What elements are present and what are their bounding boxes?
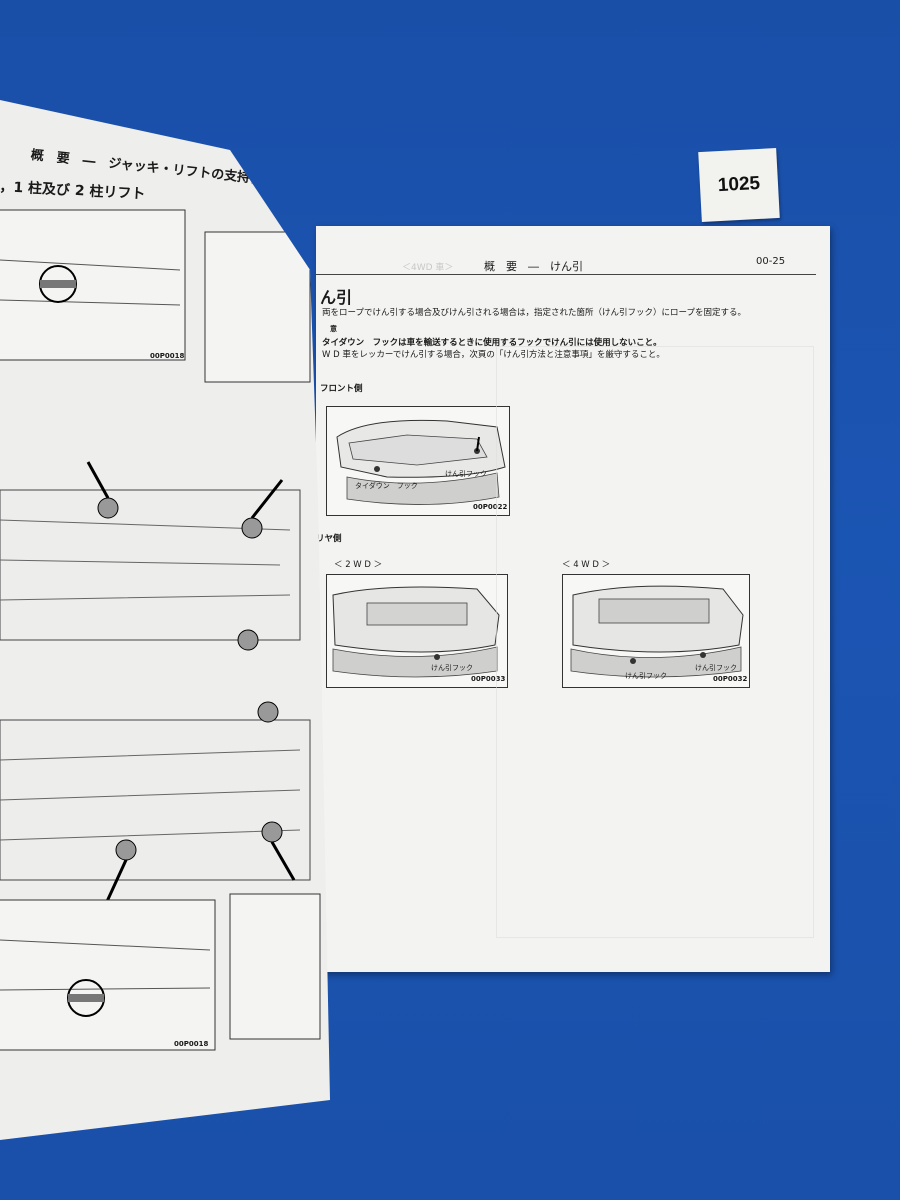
caution-line-1: タイダウン フックは車を輸送するときに使用するフックでけん引には使用しないこと。 — [322, 338, 662, 348]
caution-label: 意 — [330, 325, 337, 333]
towing-hook-label-4wd-left: けん引フック — [625, 672, 667, 680]
front-car-illustration — [336, 419, 506, 505]
photo-number-sticker: 1025 — [698, 148, 780, 222]
section-title: ん引 — [320, 288, 353, 307]
tie-down-hook-label: タイダウン フック — [355, 482, 418, 490]
rear-4wd-car-illustration — [570, 585, 744, 678]
sticker-number: 1025 — [717, 172, 761, 197]
rear-2wd-title: ＜ 2 W D ＞ — [334, 560, 383, 570]
right-page-header: 概 要 ― けん引 — [484, 260, 583, 273]
lift-point-diagram — [0, 209, 321, 1051]
caution-line-2: W D 車をレッカーでけん引する場合，次頁の「けん引方法と注意事項」を厳守するこ… — [322, 350, 665, 360]
towing-hook-label-2wd: けん引フック — [431, 664, 473, 672]
rear-2wd-car-illustration — [332, 586, 500, 678]
rear-4wd-title: ＜ 4 W D ＞ — [562, 560, 611, 570]
intro-text: 両をロープでけん引する場合及びけん引される場合は，指定された箇所（けん引フック）… — [322, 308, 746, 318]
rear-2wd-figure-code: 00P0033 — [471, 675, 506, 683]
rear-4wd-figure-code: 00P0032 — [713, 675, 748, 683]
towing-hook-label-4wd-right: けん引フック — [695, 664, 737, 672]
right-page: ＜4WD 車＞ 概 要 ― けん引 00-25 ん引 両をロープでけん引する場合… — [316, 226, 830, 972]
front-side-label: フロント側 — [320, 384, 363, 394]
front-hook-figure: タイダウン フック けん引フック 00P0022 — [326, 406, 510, 516]
towing-hook-label-front: けん引フック — [445, 470, 487, 478]
rear-2wd-figure: けん引フック 00P0033 — [326, 574, 508, 688]
show-through-panel — [496, 346, 814, 938]
left-figure-code-bottom: 00P0018 — [174, 1040, 209, 1048]
header-rule — [316, 274, 816, 275]
page-number: 00-25 — [756, 256, 786, 267]
front-figure-code: 00P0022 — [473, 503, 508, 511]
rear-side-label: リヤ側 — [316, 534, 342, 544]
header-ghost: ＜4WD 車＞ — [402, 263, 454, 273]
left-page: 概 要 ― ジャッキ・リフトの支持位置 ，1 柱及び 2 柱リフト 00P001… — [0, 100, 330, 1140]
left-figure-code-top: 00P0018 — [150, 352, 185, 360]
rear-4wd-figure: けん引フック けん引フック 00P0032 — [562, 574, 750, 688]
